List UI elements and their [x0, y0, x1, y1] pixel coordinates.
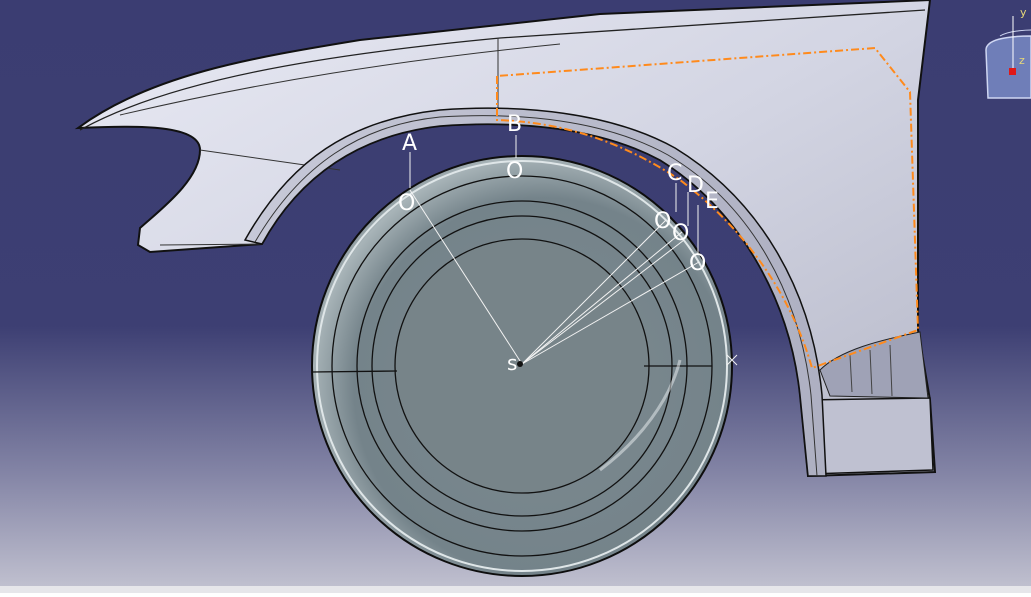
compass-widget[interactable]: y z [985, 6, 1031, 99]
compass-z-label: z [1019, 54, 1025, 67]
point-label-center-s: s [507, 351, 517, 375]
point-label-a-origin: O [398, 191, 415, 216]
point-label-b: B [507, 112, 522, 137]
point-label-e: E [705, 189, 719, 214]
point-label-b-origin: O [506, 159, 523, 184]
compass-y-label: y [1020, 6, 1027, 19]
center-point[interactable] [517, 361, 523, 367]
point-label-d-origin: O [672, 221, 689, 246]
point-label-e-origin: O [689, 251, 706, 276]
point-label-a: A [402, 131, 417, 156]
point-label-d: D [687, 173, 704, 198]
highlight-boundary-curve[interactable] [496, 46, 920, 370]
point-label-c: C [667, 161, 682, 186]
wheel-arch-lip[interactable] [243, 107, 827, 477]
point-label-c-origin: O [654, 209, 671, 234]
status-bar [0, 586, 1031, 593]
fender-body[interactable] [74, 0, 937, 478]
construction-lines [409, 135, 738, 366]
z-axis-icon [1009, 68, 1016, 75]
